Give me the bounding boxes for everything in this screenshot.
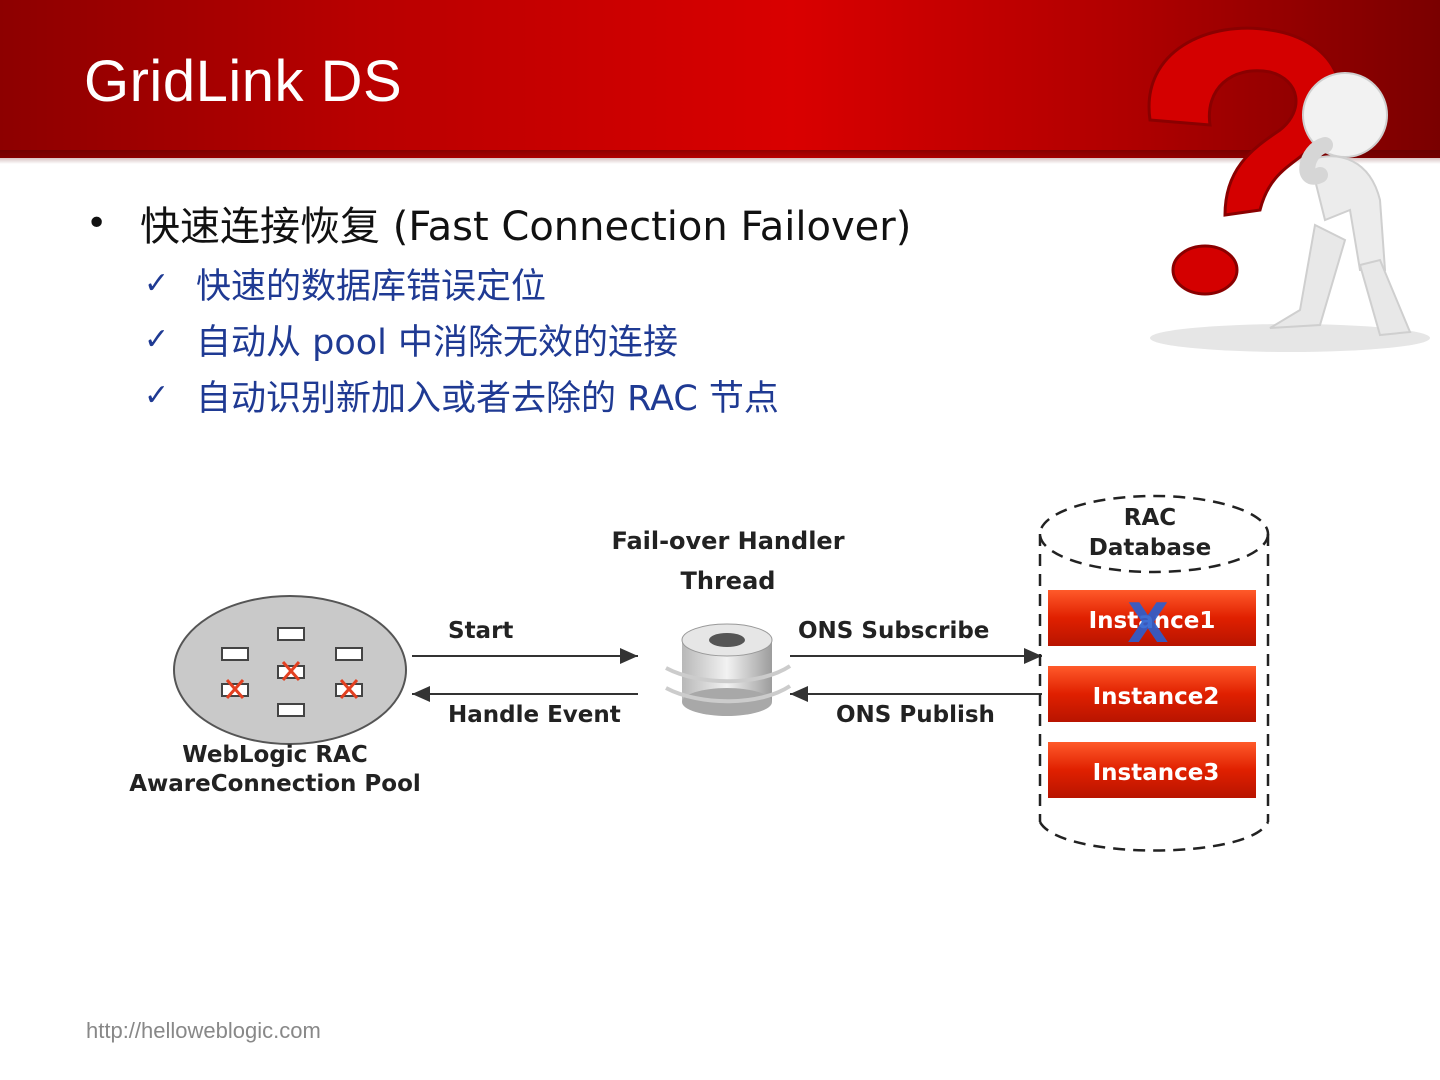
instance2-box xyxy=(1048,666,1256,722)
pool-label-line2: AwareConnection Pool xyxy=(129,771,421,797)
connection-slot xyxy=(277,627,305,641)
handler-thread-icon xyxy=(665,623,792,716)
sub-item: ✓ 快速的数据库错误定位 xyxy=(144,258,546,309)
checkmark-icon: ✓ xyxy=(144,266,170,301)
checkmark-icon: ✓ xyxy=(144,378,170,413)
connection-slot xyxy=(221,647,249,661)
title-bar-shadow xyxy=(0,150,1440,164)
instance1-box xyxy=(1048,590,1256,646)
sub-item-text: 自动识别新加入或者去除的 RAC 节点 xyxy=(196,379,779,419)
sub-item-text: 快速的数据库错误定位 xyxy=(196,267,547,307)
bullet-dot-icon: • xyxy=(86,202,108,244)
db-label-line2: Database xyxy=(1089,535,1211,561)
ons-publish-label: ONS Publish xyxy=(836,702,995,728)
handler-label-line2: Thread xyxy=(681,567,776,595)
db-label-line1: RAC xyxy=(1124,505,1176,531)
connection-slot xyxy=(277,703,305,717)
question-figure-illustration xyxy=(1147,26,1430,352)
sub-item-text: 自动从 pool 中消除无效的连接 xyxy=(196,323,679,363)
instance3-box xyxy=(1048,742,1256,798)
instance3-label: Instance3 xyxy=(1093,760,1220,786)
invalid-connection-marks xyxy=(225,661,359,699)
sub-item: ✓ 自动从 pool 中消除无效的连接 xyxy=(144,314,678,365)
main-bullet-text: 快速连接恢复 (Fast Connection Failover) xyxy=(140,204,912,250)
handle-event-label: Handle Event xyxy=(448,702,621,728)
main-bullet: • 快速连接恢复 (Fast Connection Failover) xyxy=(86,194,911,252)
checkmark-icon: ✓ xyxy=(144,322,170,357)
instance1-failed-mark: X xyxy=(1127,592,1169,655)
ons-subscribe-label: ONS Subscribe xyxy=(798,618,989,644)
start-label: Start xyxy=(448,618,513,644)
fcf-diagram: WebLogic RAC AwareConnection Pool Start … xyxy=(129,494,1270,852)
sub-item: ✓ 自动识别新加入或者去除的 RAC 节点 xyxy=(144,370,779,421)
footer-url: http://helloweblogic.com xyxy=(86,1018,321,1043)
slide-title: GridLink DS xyxy=(84,49,403,114)
handler-label-line1: Fail-over Handler xyxy=(611,527,844,555)
instance2-label: Instance2 xyxy=(1093,684,1220,710)
connection-slot xyxy=(335,647,363,661)
pool-label-line1: WebLogic RAC xyxy=(182,742,367,768)
instance1-label: Instance1 xyxy=(1089,608,1216,634)
rac-database-cylinder xyxy=(1038,494,1270,852)
